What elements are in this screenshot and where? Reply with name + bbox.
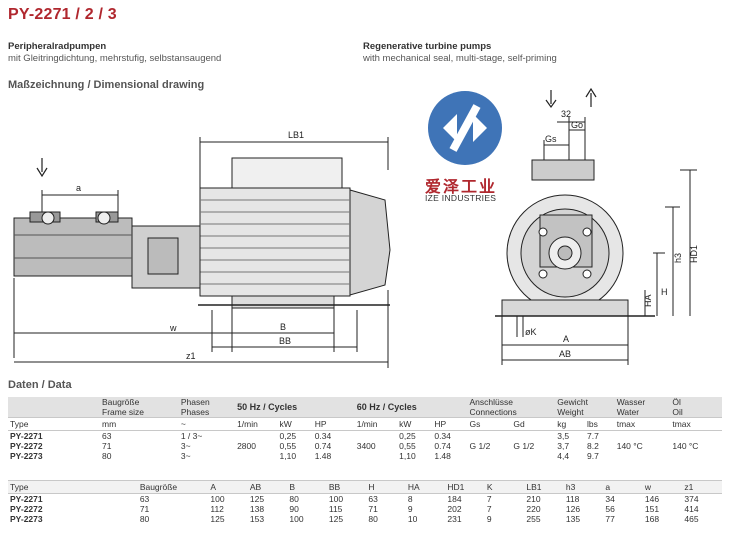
dim-hd1: HD1 xyxy=(689,245,699,263)
dim-w: w xyxy=(169,323,177,333)
dim-32: 32 xyxy=(561,109,571,119)
unit-gs: Gs xyxy=(467,417,512,431)
dim-lb1: LB1 xyxy=(288,130,304,140)
col-lb1: LB1 xyxy=(524,480,564,494)
table-row: PY-2273 80 3~ 1,10 1.48 1,10 1.48 4,4 9.… xyxy=(10,451,599,461)
description-german: Peripheralradpumpen mit Gleitringdichtun… xyxy=(8,41,308,64)
rpm-50hz: 2800 xyxy=(237,441,256,451)
dim-b: B xyxy=(280,322,286,332)
unit-kg: kg xyxy=(555,417,585,431)
unit-tmax-water: tmax xyxy=(614,417,671,431)
dim-h: H xyxy=(661,287,668,297)
description-english-title: Regenerative turbine pumps xyxy=(363,41,492,52)
dimensions-table: Type Baugröße A AB B BB H HA HD1 K LB1 h… xyxy=(8,480,722,524)
header-60hz: 60 Hz / Cycles xyxy=(354,397,468,418)
rpm-60hz: 3400 xyxy=(356,441,376,451)
unit-mm: mm xyxy=(100,417,179,431)
col-bb: BB xyxy=(326,480,367,494)
unit-kw50: kW xyxy=(277,417,313,431)
header-50hz: 50 Hz / Cycles xyxy=(235,397,355,418)
watermark-english: IZE INDUSTRIES xyxy=(425,193,497,203)
unit-gd: Gd xyxy=(511,417,556,431)
dim-a-cap: A xyxy=(563,334,569,344)
col-h3: h3 xyxy=(563,480,604,494)
col-b: B xyxy=(287,480,327,494)
description-german-title: Peripheralradpumpen xyxy=(8,41,107,52)
col-ab: AB xyxy=(247,480,288,494)
dim-bb: BB xyxy=(279,336,291,346)
col-a-small: a xyxy=(603,480,643,494)
col-a: A xyxy=(208,480,248,494)
col-w: w xyxy=(642,480,683,494)
unit-phase: ~ xyxy=(178,417,236,431)
water-tmax: 140 °C xyxy=(616,441,643,451)
unit-rpm50: 1/min xyxy=(235,417,278,431)
table-row: PY-2272 71 3~ 0,55 0.74 0,55 0.74 3,7 8.… xyxy=(10,441,599,451)
section-dimensional-drawing: Maßzeichnung / Dimensional drawing xyxy=(8,79,205,91)
description-english-subtitle: with mechanical seal, multi-stage, self-… xyxy=(363,53,557,64)
description-english: Regenerative turbine pumps with mechanic… xyxy=(363,41,663,64)
connection-gd: G 1/2 xyxy=(513,441,535,451)
col-hd1: HD1 xyxy=(445,480,485,494)
ize-logo xyxy=(428,91,502,165)
dim-gs: Gs xyxy=(545,134,557,144)
unit-hp50: HP xyxy=(312,417,348,431)
dim-a: a xyxy=(76,183,81,193)
section-data: Daten / Data xyxy=(8,379,72,391)
unit-rpm60: 1/min xyxy=(354,417,398,431)
connection-gs: G 1/2 xyxy=(469,441,491,451)
oil-tmax: 140 °C xyxy=(672,441,699,451)
unit-type: Type xyxy=(8,417,100,431)
dim-go: Go xyxy=(571,120,583,130)
side-view-drawing: LB1 a w B BB z1 xyxy=(13,130,391,368)
col-z1: z1 xyxy=(682,480,722,494)
col-type: Type xyxy=(8,480,138,494)
watermark-chinese: 爱泽工业 xyxy=(425,179,498,196)
dim-z1: z1 xyxy=(186,351,196,361)
table-row: PY-2271 63 1 / 3~ 2800 0,25 0.34 3400 0,… xyxy=(8,431,722,451)
dim-k: øK xyxy=(525,327,537,337)
description-german-subtitle: mit Gleitringdichtung, mehrstufig, selbs… xyxy=(8,53,222,64)
col-ha: HA xyxy=(405,480,446,494)
front-view-drawing: 32 Gs Go h3 HD1 HA H øK A AB xyxy=(495,87,699,365)
dim-ab: AB xyxy=(559,349,571,359)
dim-h3: h3 xyxy=(673,253,683,263)
unit-lbs: lbs xyxy=(585,417,615,431)
col-frame: Baugröße xyxy=(137,480,209,494)
unit-hp60: HP xyxy=(432,417,468,431)
unit-tmax-oil: tmax xyxy=(670,417,722,431)
unit-kw60: kW xyxy=(397,417,433,431)
col-h: H xyxy=(366,480,406,494)
dim-ha: HA xyxy=(643,294,653,307)
page-title: PY-2271 / 2 / 3 xyxy=(8,6,117,23)
col-k: K xyxy=(484,480,525,494)
